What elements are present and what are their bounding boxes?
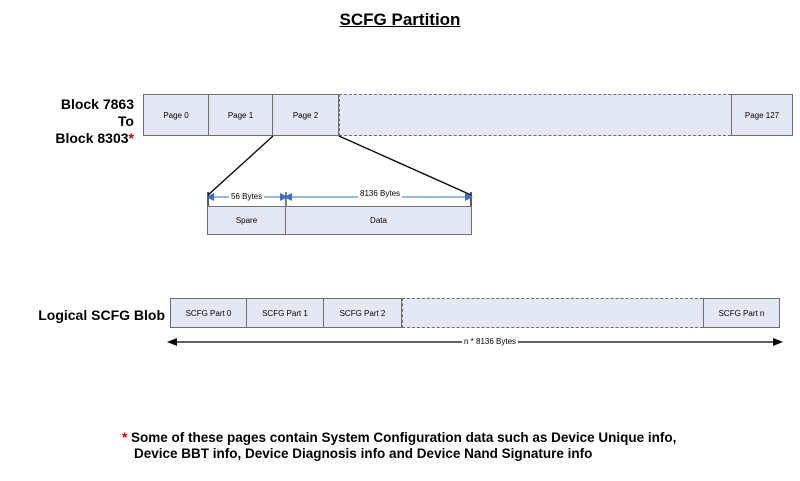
data-label: Data bbox=[370, 216, 387, 225]
blob-size-label: n * 8136 Bytes bbox=[462, 337, 519, 346]
blob-part-cell: SCFG Part n bbox=[703, 298, 780, 328]
diagram-title: SCFG Partition bbox=[339, 10, 461, 29]
page-cell: Page 2 bbox=[273, 94, 339, 136]
blob-part-label: SCFG Part n bbox=[718, 308, 765, 318]
spare-label: Spare bbox=[235, 216, 258, 225]
block-end-label: Block 8303 bbox=[55, 130, 129, 146]
blob-part-cell: SCFG Part 1 bbox=[247, 298, 324, 328]
asterisk-marker: * bbox=[128, 130, 134, 146]
footnote: * Some of these pages contain System Con… bbox=[122, 430, 676, 462]
logical-blob-label: Logical SCFG Blob bbox=[38, 307, 165, 323]
page-cell: Page 1 bbox=[209, 94, 273, 136]
data-area-cell: Data bbox=[286, 206, 472, 235]
page-cell: Page 0 bbox=[143, 94, 209, 136]
zoom-line-right bbox=[338, 135, 472, 196]
blob-part-label: SCFG Part 1 bbox=[262, 308, 308, 318]
zoom-line-left bbox=[207, 135, 274, 196]
data-size-label: 8136 Bytes bbox=[358, 189, 403, 198]
block-start-label: Block 7863 bbox=[60, 96, 134, 112]
page-gap-cell bbox=[339, 94, 731, 136]
page-cell: Page 127 bbox=[731, 94, 793, 136]
blob-gap-cell bbox=[402, 298, 703, 328]
block-to-label: To bbox=[117, 113, 134, 129]
blob-part-cell: SCFG Part 0 bbox=[170, 298, 247, 328]
spare-area-cell: Spare bbox=[207, 206, 286, 235]
page-label: Page 127 bbox=[744, 110, 780, 120]
footnote-line-1: Some of these pages contain System Confi… bbox=[127, 430, 677, 445]
blob-part-label: SCFG Part 0 bbox=[185, 308, 232, 318]
footnote-line-2: Device BBT info, Device Diagnosis info a… bbox=[134, 446, 593, 461]
spare-size-label: 56 Bytes bbox=[229, 192, 265, 201]
page-label: Page 1 bbox=[227, 110, 254, 120]
blob-part-label: SCFG Part 2 bbox=[339, 308, 386, 318]
block-range-label: Block 7863 To Block 8303* bbox=[30, 96, 134, 147]
page-label: Page 2 bbox=[292, 110, 319, 120]
footnote-asterisk: * bbox=[122, 430, 128, 445]
blob-part-cell: SCFG Part 2 bbox=[324, 298, 402, 328]
page-label: Page 0 bbox=[163, 110, 189, 120]
